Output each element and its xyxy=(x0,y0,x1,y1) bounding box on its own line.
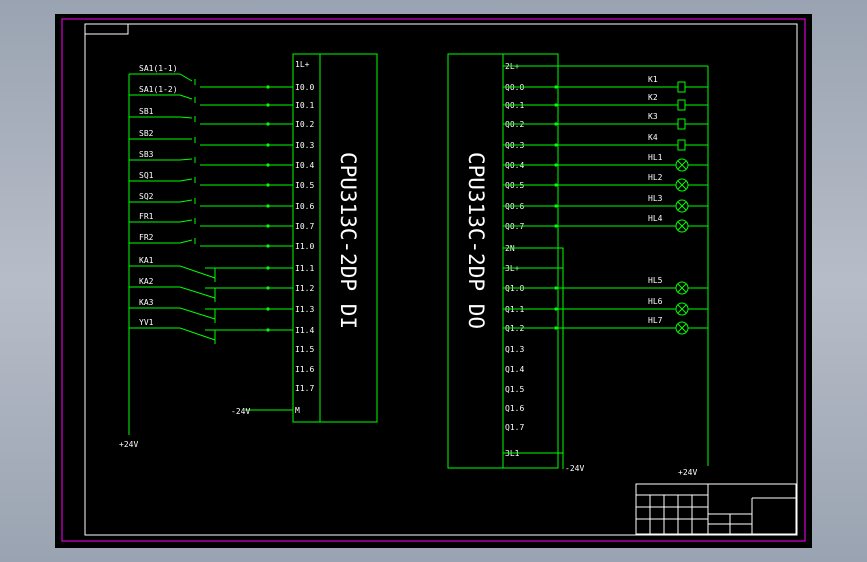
do-terminal-labels: 2L+Q0.0Q0.1Q0.2Q0.3Q0.4Q0.5Q0.6Q0.72N3L+… xyxy=(505,62,524,458)
inner-border xyxy=(84,23,798,536)
di-terminal-1l: 1L+ xyxy=(295,60,310,69)
di-module-body xyxy=(292,53,378,423)
input-label: FR1 xyxy=(139,212,154,221)
title-block-frame xyxy=(635,483,797,535)
di-terminal-i0-2: I0.2 xyxy=(295,120,314,129)
output-label: HL7 xyxy=(648,316,663,325)
input-sb3: SB3 xyxy=(129,150,293,167)
output-label: HL5 xyxy=(648,276,663,285)
output-label: HL1 xyxy=(648,153,663,162)
output-label: K3 xyxy=(648,112,658,121)
di-terminal-i1-5: I1.5 xyxy=(295,345,314,354)
output-label: HL2 xyxy=(648,173,663,182)
input-label: KA3 xyxy=(139,298,154,307)
do-terminal-q1-6: Q1.6 xyxy=(505,404,524,413)
output-k1: K1 xyxy=(503,75,708,93)
input-ka2: KA2 xyxy=(129,277,293,302)
input-label: SB2 xyxy=(139,129,154,138)
do-terminal-q1-3: Q1.3 xyxy=(505,345,524,354)
output-k3: K3 xyxy=(503,112,708,130)
input-label: SA1(1-2) xyxy=(139,85,178,94)
input-devices: SA1(1-1) SA1(1-2) SB1SB2SB3SQ1SQ2FR1FR2KA1… xyxy=(129,64,293,344)
di-terminal-i1-1: I1.1 xyxy=(295,264,314,273)
di-terminal-labels: 1L+ I0.0I0.1I0.2I0.3I0.4I0.5I0.6I0.7I1.0I… xyxy=(295,60,314,415)
di-module: CPU313C-2DP DI 1L+ I0.0I0.1I0.2I0.3I0.4I0… xyxy=(292,53,378,423)
output-hl1: HL1 xyxy=(503,153,708,172)
input-sb2: SB2 xyxy=(129,129,293,147)
di-terminal-m: M xyxy=(295,406,300,415)
output-hl4: HL4 xyxy=(503,214,708,233)
input-label: KA1 xyxy=(139,256,154,265)
output-hl5: HL5 xyxy=(503,276,708,295)
output-hl7: HL7 xyxy=(503,316,708,335)
wiring-diagram: CPU313C-2DP DI 1L+ I0.0I0.1I0.2I0.3I0.4I0… xyxy=(61,18,806,542)
di-terminal-i1-0: I1.0 xyxy=(295,242,314,251)
input-fr1: FR1 xyxy=(129,212,293,228)
input-label: SB1 xyxy=(139,107,154,116)
relay-coil-icon xyxy=(677,81,686,93)
di-terminal-i0-7: I0.7 xyxy=(295,222,314,231)
di-terminal-i0-4: I0.4 xyxy=(295,161,314,170)
title-block xyxy=(635,483,797,535)
input-label: FR2 xyxy=(139,233,154,242)
di-module-title: CPU313C-2DP DI xyxy=(336,152,360,329)
di-terminal-i1-4: I1.4 xyxy=(295,326,314,335)
input-wiring: +24V -24V xyxy=(119,74,293,449)
di-terminal-i1-3: I1.3 xyxy=(295,305,314,314)
output-label: K2 xyxy=(648,93,658,102)
di-terminal-i0-0: I0.0 xyxy=(295,83,314,92)
do-terminal-q1-4: Q1.4 xyxy=(505,365,524,374)
output-k4: K4 xyxy=(503,133,708,151)
input-label: KA2 xyxy=(139,277,154,286)
input-sq2: SQ2 xyxy=(129,192,293,208)
input-sb1: SB1 xyxy=(129,107,293,126)
input-yv1: YV1 xyxy=(129,318,293,344)
output-hl3: HL3 xyxy=(503,194,708,213)
di-terminal-i1-6: I1.6 xyxy=(295,365,314,374)
output-wiring: +24V -24V xyxy=(503,65,709,477)
relay-coil-icon xyxy=(677,118,686,130)
minus-24v-do-label: -24V xyxy=(565,464,584,473)
do-terminal-q1-7: Q1.7 xyxy=(505,423,524,432)
plus-24v-di-label: +24V xyxy=(119,440,138,449)
input-label: SQ2 xyxy=(139,192,154,201)
input-sq1: SQ1 xyxy=(129,171,293,187)
input-ka3: KA3 xyxy=(129,298,293,323)
plus-24v-do-label: +24V xyxy=(678,468,697,477)
di-terminal-i1-2: I1.2 xyxy=(295,284,314,293)
output-label: K1 xyxy=(648,75,658,84)
do-terminal-q1-5: Q1.5 xyxy=(505,385,524,394)
di-terminal-i0-6: I0.6 xyxy=(295,202,314,211)
input-label: SB3 xyxy=(139,150,154,159)
relay-coil-icon xyxy=(677,99,686,111)
input-sa1-1-2: SA1(1-2) xyxy=(129,85,293,107)
relay-coil-icon xyxy=(677,139,686,151)
do-module-title: CPU313C-2DP DO xyxy=(464,152,488,329)
do-module: CPU313C-2DP DO 2L+Q0.0Q0.1Q0.2Q0.3Q0.4Q0… xyxy=(447,53,559,469)
di-terminal-i0-3: I0.3 xyxy=(295,141,314,150)
output-k2: K2 xyxy=(503,93,708,111)
corner-tab xyxy=(85,24,129,35)
minus-24v-di-label: -24V xyxy=(231,407,250,416)
di-terminal-i0-5: I0.5 xyxy=(295,181,314,190)
output-label: HL4 xyxy=(648,214,663,223)
di-terminal-i0-1: I0.1 xyxy=(295,101,314,110)
2n-wire xyxy=(503,247,564,469)
input-label: YV1 xyxy=(139,318,154,327)
output-label: HL3 xyxy=(648,194,663,203)
output-label: K4 xyxy=(648,133,658,142)
input-label: SA1(1-1) xyxy=(139,64,178,73)
output-hl6: HL6 xyxy=(503,297,708,316)
input-sa1-1-1: SA1(1-1) xyxy=(129,64,293,89)
input-label: SQ1 xyxy=(139,171,154,180)
output-label: HL6 xyxy=(648,297,663,306)
di-terminal-i1-7: I1.7 xyxy=(295,384,314,393)
outer-border xyxy=(61,18,806,542)
output-hl2: HL2 xyxy=(503,173,708,192)
input-fr2: FR2 xyxy=(129,233,293,248)
input-ka1: KA1 xyxy=(129,256,293,282)
